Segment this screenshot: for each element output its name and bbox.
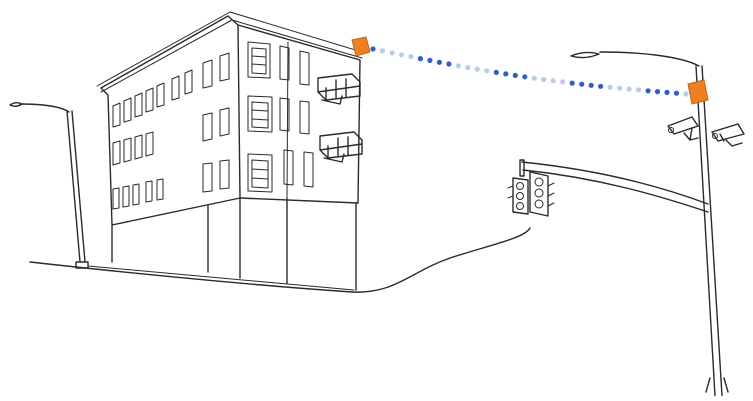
link-dot [579, 82, 584, 87]
link-dot [598, 84, 603, 89]
link-dot [627, 87, 632, 92]
security-camera-icon [668, 117, 698, 140]
link-dot [465, 65, 470, 70]
street-lamp-icon [571, 52, 728, 396]
link-dot [589, 83, 594, 88]
traffic-light-icon [508, 160, 708, 216]
ground-lines [30, 228, 530, 292]
balcony-upper [318, 74, 360, 104]
balcony-lower [320, 132, 362, 162]
wireless-transmitter-icon [688, 80, 708, 104]
link-dot [674, 91, 679, 96]
link-dot [541, 77, 546, 82]
link-dot [370, 46, 375, 51]
link-dot [446, 61, 451, 66]
link-dot [380, 48, 385, 53]
link-dot [522, 74, 527, 79]
wireless-transmitter-icon [352, 37, 370, 56]
link-dot [399, 52, 404, 57]
link-dot [389, 50, 394, 55]
link-dot [683, 91, 688, 96]
link-dot [608, 85, 613, 90]
security-camera-icon [712, 124, 744, 146]
link-dot [437, 60, 442, 65]
link-dot [418, 56, 423, 61]
link-dot [494, 70, 499, 75]
link-dot [532, 76, 537, 81]
link-dot [636, 87, 641, 92]
link-dot [570, 81, 575, 86]
link-dot [408, 54, 413, 59]
link-dot [551, 78, 556, 83]
link-dot [655, 89, 660, 94]
building-icon [97, 12, 362, 290]
link-dot [456, 63, 461, 68]
link-dot [513, 73, 518, 78]
link-dot [617, 86, 622, 91]
link-dot [664, 90, 669, 95]
link-dot [427, 58, 432, 63]
right-facade-windows [248, 42, 313, 192]
link-dot [560, 79, 565, 84]
link-dot [484, 68, 489, 73]
link-dot [646, 88, 651, 93]
link-dot [503, 71, 508, 76]
link-dot [475, 67, 480, 72]
street-lamp-icon [10, 103, 88, 268]
